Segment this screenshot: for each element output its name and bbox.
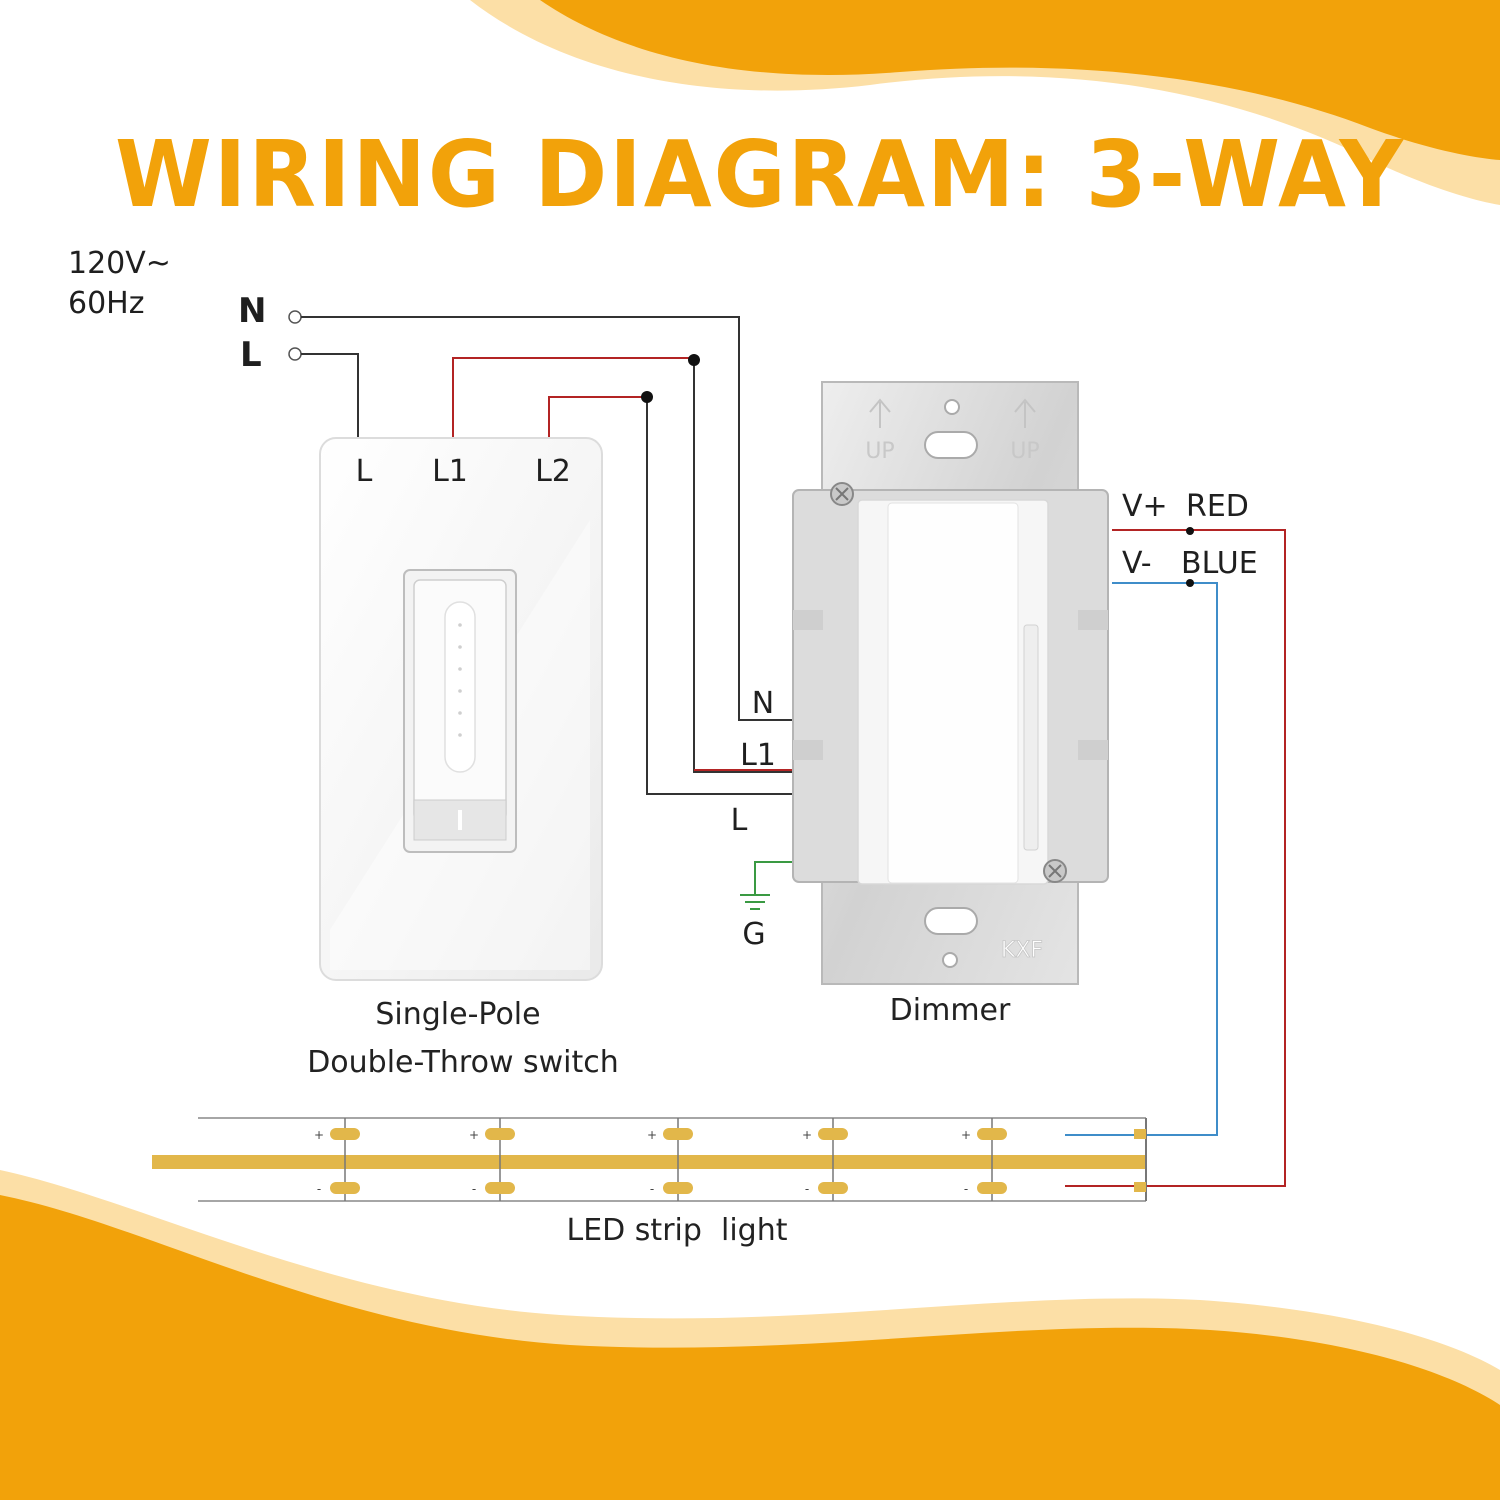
slider-dot: [458, 711, 462, 715]
led-plus-mark: +: [961, 1128, 971, 1142]
vminus-label: V-: [1122, 546, 1152, 581]
dimmer-wire-g-label: G: [742, 917, 765, 952]
junction-dot: [688, 354, 700, 366]
live-terminal: [288, 347, 302, 361]
led-minus-mark: -: [964, 1182, 968, 1196]
led-minus-mark: -: [650, 1182, 654, 1196]
led-pad-plus: [485, 1128, 515, 1140]
up-arrow-icon: [869, 398, 891, 428]
slider-dot: [458, 645, 462, 649]
screw-hole: [944, 399, 960, 415]
led-minus-mark: -: [472, 1182, 476, 1196]
junction-dot: [1186, 579, 1194, 587]
up-arrow-icon: [1014, 398, 1036, 428]
led-strip: + - + - + - + - + -: [152, 1117, 1147, 1202]
led-caption: LED strip light: [567, 1213, 788, 1248]
strap-slot-top: [924, 431, 978, 459]
switch-slider-track: [444, 601, 476, 773]
bottom-wave: [0, 1170, 1500, 1500]
vminus-color-label: BLUE: [1181, 546, 1258, 581]
dimmer-wire-l1-label: L1: [740, 738, 776, 773]
up-mark-right: UP: [1010, 439, 1039, 464]
dimmer-slider: [1023, 624, 1039, 851]
supply-live-label: L: [240, 335, 262, 375]
junction-dot: [641, 391, 653, 403]
supply-live-wire: [301, 353, 359, 440]
l2-traveler-wire-black: [646, 397, 795, 795]
dimmer-wire-n-label: N: [752, 686, 774, 721]
slider-dot: [458, 623, 462, 627]
led-plus-mark: +: [469, 1128, 479, 1142]
strap-slot-bottom: [924, 907, 978, 935]
led-pad-plus: [818, 1128, 848, 1140]
up-mark-left: UP: [865, 439, 894, 464]
junction-dot: [1186, 527, 1194, 535]
switch-caption-line2: Double-Throw switch: [307, 1045, 619, 1080]
led-minus-mark: -: [317, 1182, 321, 1196]
led-pad-plus: [663, 1128, 693, 1140]
ground-symbol: [740, 894, 770, 910]
switch-terminal-l: L: [356, 454, 373, 489]
supply-neutral-label: N: [238, 291, 266, 331]
l1-traveler-wire-black: [693, 358, 795, 773]
neutral-wire: [301, 316, 795, 721]
dimmer-wire-l-label: L: [731, 803, 748, 838]
slider-dot: [458, 667, 462, 671]
led-plus-mark: +: [802, 1128, 812, 1142]
top-wave: [470, 0, 1500, 205]
led-pad-plus: [330, 1128, 360, 1140]
dimmer-paddle: [887, 502, 1019, 884]
switch-terminal-l1: L1: [432, 454, 468, 489]
led-pad-minus: [330, 1182, 360, 1194]
vplus-color-label: RED: [1186, 489, 1249, 524]
led-pad-minus: [663, 1182, 693, 1194]
led-minus-mark: -: [805, 1182, 809, 1196]
l2-traveler-wire-red: [548, 396, 647, 440]
page-title: WIRING DIAGRAM: 3-WAY: [115, 121, 1405, 228]
dimmer: UP UP KXF: [792, 381, 1109, 985]
led-pad-minus: [818, 1182, 848, 1194]
switch-terminal-l2: L2: [535, 454, 571, 489]
dimmer-caption: Dimmer: [890, 993, 1011, 1028]
neutral-terminal: [288, 310, 302, 324]
screw-hole: [942, 952, 958, 968]
led-strip-body: [152, 1155, 1146, 1169]
vplus-label: V+: [1122, 489, 1168, 524]
l1-traveler-wire-red: [452, 357, 694, 440]
switch-caption-line1: Single-Pole: [375, 997, 540, 1032]
led-plus-mark: +: [647, 1128, 657, 1142]
slider-dot: [458, 689, 462, 693]
supply-voltage: 120V~: [68, 246, 171, 281]
spdt-switch: L L1 L2: [319, 437, 603, 981]
supply-frequency: 60Hz: [68, 286, 144, 321]
slider-dot: [458, 733, 462, 737]
led-pad-minus: [977, 1182, 1007, 1194]
dimmer-brand-mark: KXF: [1001, 938, 1043, 963]
led-pad-minus: [485, 1182, 515, 1194]
red-output-wire: [1065, 529, 1286, 1187]
led-pad-plus: [977, 1128, 1007, 1140]
ground-wire: [754, 861, 795, 895]
led-plus-mark: +: [314, 1128, 324, 1142]
